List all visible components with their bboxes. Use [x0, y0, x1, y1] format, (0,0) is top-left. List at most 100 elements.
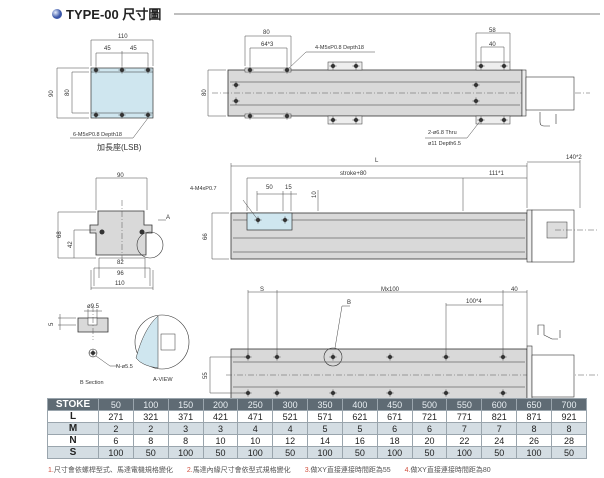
dimension-label: 90: [49, 90, 55, 97]
table-cell: 721: [411, 410, 448, 423]
dimension-label: 10: [312, 191, 318, 198]
table-cell: 2: [98, 422, 134, 435]
dimension-label: 80: [202, 89, 208, 96]
lsb-view: 110 45 45 90 80 6-M5xP0.8 Depth18 加長座(LSB…: [49, 34, 154, 152]
dimension-label: ø9.5: [87, 304, 100, 310]
table-cell: 550: [446, 398, 483, 411]
footnote-text: 馬達內緣尺寸會依型式規格變化: [192, 467, 291, 474]
dimension-label: 加長座(LSB): [97, 142, 142, 152]
table-cell: 471: [237, 410, 274, 423]
table-cell: 100: [516, 446, 552, 459]
dimension-label: 110: [118, 34, 128, 40]
footnote: 1.尺寸會依螺桿型式、馬達電機規格變化: [48, 467, 173, 474]
table-cell: 5: [307, 422, 343, 435]
table-cell: 10: [237, 434, 274, 447]
dimension-label: A-VIEW: [153, 377, 173, 383]
table-cell: 771: [446, 410, 483, 423]
table-cell: 421: [202, 410, 239, 423]
footnote-text: 做XY直接連接時間距為80: [410, 467, 491, 474]
footnote-number: 4.: [404, 467, 411, 474]
table-cell: 671: [376, 410, 413, 423]
table-cell: 4: [237, 422, 274, 435]
row-header: STOKE: [47, 398, 99, 411]
b-section-detail: ø9.5 5 N-ø5.5 B Section: [49, 304, 133, 386]
dimension-label: 111*1: [489, 171, 504, 177]
table-cell: 200: [202, 398, 239, 411]
table-cell: 8: [516, 422, 552, 435]
table-cell: 600: [481, 398, 518, 411]
table-cell: 250: [237, 398, 274, 411]
dimension-label: 64*3: [261, 42, 274, 48]
table-cell: 100: [132, 398, 169, 411]
table-cell: 26: [516, 434, 552, 447]
dimension-label: 4-M4xP0.7: [190, 186, 217, 192]
dimension-label: 6-M5xP0.8 Depth18: [73, 132, 122, 138]
table-cell: 22: [446, 434, 483, 447]
dimension-label: 80: [263, 30, 270, 36]
table-cell: 5: [341, 422, 378, 435]
table-cell: 50: [341, 446, 378, 459]
table-cell: 7: [446, 422, 483, 435]
dimension-label: Mx100: [381, 287, 400, 293]
dimension-label: 50: [266, 185, 273, 191]
table-cell: 100: [167, 446, 204, 459]
table-cell: 7: [481, 422, 518, 435]
dimension-label: 45: [130, 46, 137, 52]
table-cell: 621: [341, 410, 378, 423]
table-cell: 4: [272, 422, 309, 435]
dimension-label: 15: [285, 185, 292, 191]
footnote: 4.做XY直接連接時間距為80: [405, 467, 491, 474]
table-cell: 100: [376, 446, 413, 459]
dimension-label: 68: [57, 231, 63, 238]
table-cell: 2: [132, 422, 169, 435]
table-cell: 650: [516, 398, 552, 411]
table-cell: 10: [202, 434, 239, 447]
table-cell: 8: [167, 434, 204, 447]
dimension-label: stroke+80: [340, 171, 367, 177]
table-cell: 6: [376, 422, 413, 435]
table-cell: 300: [272, 398, 309, 411]
table-cell: 150: [167, 398, 204, 411]
title-bullet-icon: [52, 9, 62, 19]
table-cell: 921: [550, 410, 588, 423]
top-view: 80 64*3 4-M5xP0.8 Depth18 58 40 80 2-ø6.…: [202, 28, 590, 147]
dimension-label: A: [166, 215, 170, 221]
table-cell: 3: [167, 422, 204, 435]
table-cell: 100: [237, 446, 274, 459]
table-cell: 50: [481, 446, 518, 459]
dimension-label: 80: [65, 89, 71, 96]
dimension-label: 90: [117, 173, 124, 179]
table-cell: 400: [341, 398, 378, 411]
row-header: S: [47, 446, 99, 459]
footnotes: 1.尺寸會依螺桿型式、馬達電機規格變化 2.馬達內緣尺寸會依型式規格變化 3. 做XY…: [48, 465, 505, 475]
table-cell: 6: [411, 422, 448, 435]
table-cell: 50: [98, 398, 134, 411]
end-view: 90 68 42 82 96 110 A: [57, 173, 170, 290]
dimension-label: 45: [104, 46, 111, 52]
table-cell: 50: [202, 446, 239, 459]
table-cell: 20: [411, 434, 448, 447]
footnote: 2.馬達內緣尺寸會依型式規格變化: [187, 467, 291, 474]
dimension-label: 4-M5xP0.8 Depth18: [315, 45, 364, 51]
bottom-view: S Mx100 40 100*4 B 55: [203, 287, 598, 405]
dimension-label: N-ø5.5: [116, 364, 133, 370]
dimension-label: ø11 Depth6.5: [428, 141, 461, 147]
table-cell: 8: [132, 434, 169, 447]
table-cell: 700: [550, 398, 588, 411]
dimension-label: 96: [117, 271, 124, 277]
dimension-label: 110: [115, 281, 125, 287]
footnote-number: 3.: [304, 467, 311, 474]
table-cell: 18: [376, 434, 413, 447]
table-cell: 50: [411, 446, 448, 459]
footnote-text: 尺寸會依螺桿型式、馬達電機規格變化: [53, 467, 173, 474]
dimension-label: L: [375, 158, 379, 164]
dimension-label: 58: [489, 28, 496, 34]
dimension-label: 40: [489, 42, 496, 48]
